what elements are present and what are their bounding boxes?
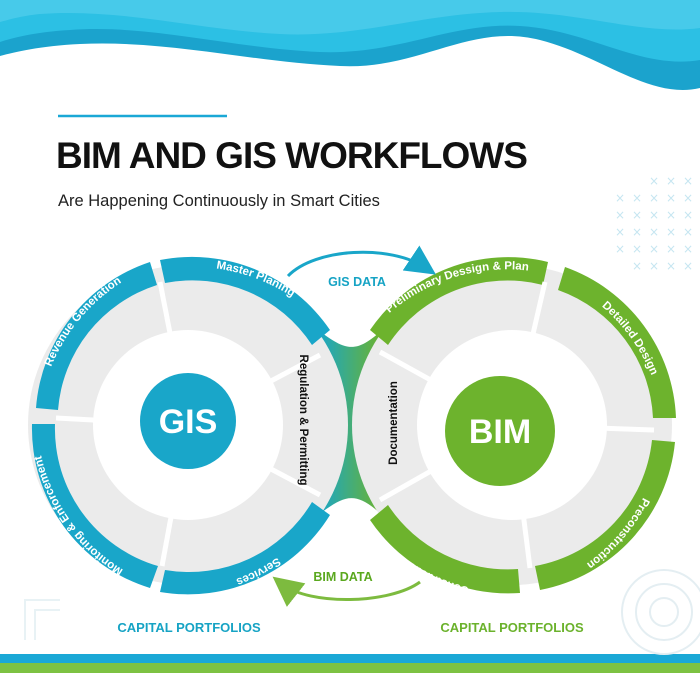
bim-capital-portfolios-label: CAPITAL PORTFOLIOS: [440, 620, 584, 635]
decorative-cross: ×: [683, 225, 693, 239]
decorative-cross: ×: [666, 242, 676, 256]
page-subtitle: Are Happening Continuously in Smart Citi…: [58, 192, 380, 210]
gis-data-label: GIS DATA: [328, 275, 386, 289]
decorative-circles: [621, 569, 700, 655]
page-title: BIM AND GIS WORKFLOWS: [56, 135, 527, 176]
decorative-cross: ×: [615, 242, 625, 256]
bim-segment-preliminary-design: [370, 257, 548, 345]
decorative-cross: ×: [666, 225, 676, 239]
gis-hub: [140, 373, 236, 469]
decorative-cross: ×: [666, 259, 676, 273]
bim-ring: BIM: [352, 257, 676, 594]
decorative-cross: ×: [632, 225, 642, 239]
decorative-cross: ×: [666, 208, 676, 222]
bim-hub: [445, 376, 555, 486]
footer-bar-blue: [0, 654, 700, 663]
header-wave: [0, 0, 700, 91]
bim-data-label: BIM DATA: [313, 570, 372, 584]
decorative-cross: ×: [649, 208, 659, 222]
gis-ring: GIS: [28, 256, 348, 595]
decorative-cross: ×: [632, 191, 642, 205]
gis-capital-portfolios-label: CAPITAL PORTFOLIOS: [117, 620, 261, 635]
decorative-cross: ×: [649, 259, 659, 273]
bim-data-arrow: [272, 576, 421, 607]
decorative-cross: ×: [615, 191, 625, 205]
decorative-cross: ×: [683, 259, 693, 273]
decorative-lines: [24, 599, 60, 640]
decorative-cross: ×: [615, 208, 625, 222]
gis-segment-master-planing: [160, 256, 330, 345]
bim-hub-label: BIM: [469, 413, 531, 451]
gis-inner-label: Regulation & Permitting: [297, 355, 309, 486]
decorative-cross: ×: [649, 174, 659, 188]
decorative-cross: ×: [632, 242, 642, 256]
decorative-cross: ×: [683, 208, 693, 222]
decorative-cross: ×: [649, 225, 659, 239]
decorative-cross: ×: [615, 225, 625, 239]
gis-data-arrow: [286, 245, 436, 278]
bim-segment-construction: [370, 505, 520, 594]
gis-hub-label: GIS: [159, 403, 218, 441]
decorative-cross: ×: [649, 242, 659, 256]
decorative-cross: ×: [632, 208, 642, 222]
decorative-cross: ×: [649, 191, 659, 205]
decorative-cross: ×: [683, 191, 693, 205]
gis-segment-services: [160, 502, 330, 595]
decorative-cross: ×: [666, 191, 676, 205]
decorative-cross: ×: [683, 242, 693, 256]
footer-bar-green: [0, 663, 700, 673]
decorative-cross: ×: [632, 259, 642, 273]
bim-segment-preconstruction: [535, 440, 675, 590]
gis-segment-monitoring-enforcement: [31, 424, 158, 588]
bim-inner-label: Documentation: [388, 381, 400, 465]
bim-segment-detailed-design: [558, 267, 676, 418]
decorative-cross: ×: [666, 174, 676, 188]
gis-segment-revenue-generation: [36, 262, 157, 410]
decorative-cross-pattern: × × × × × × × × × × × × × × × × × × × × × × × × × × ×: [615, 174, 693, 273]
decorative-cross: ×: [683, 174, 693, 188]
